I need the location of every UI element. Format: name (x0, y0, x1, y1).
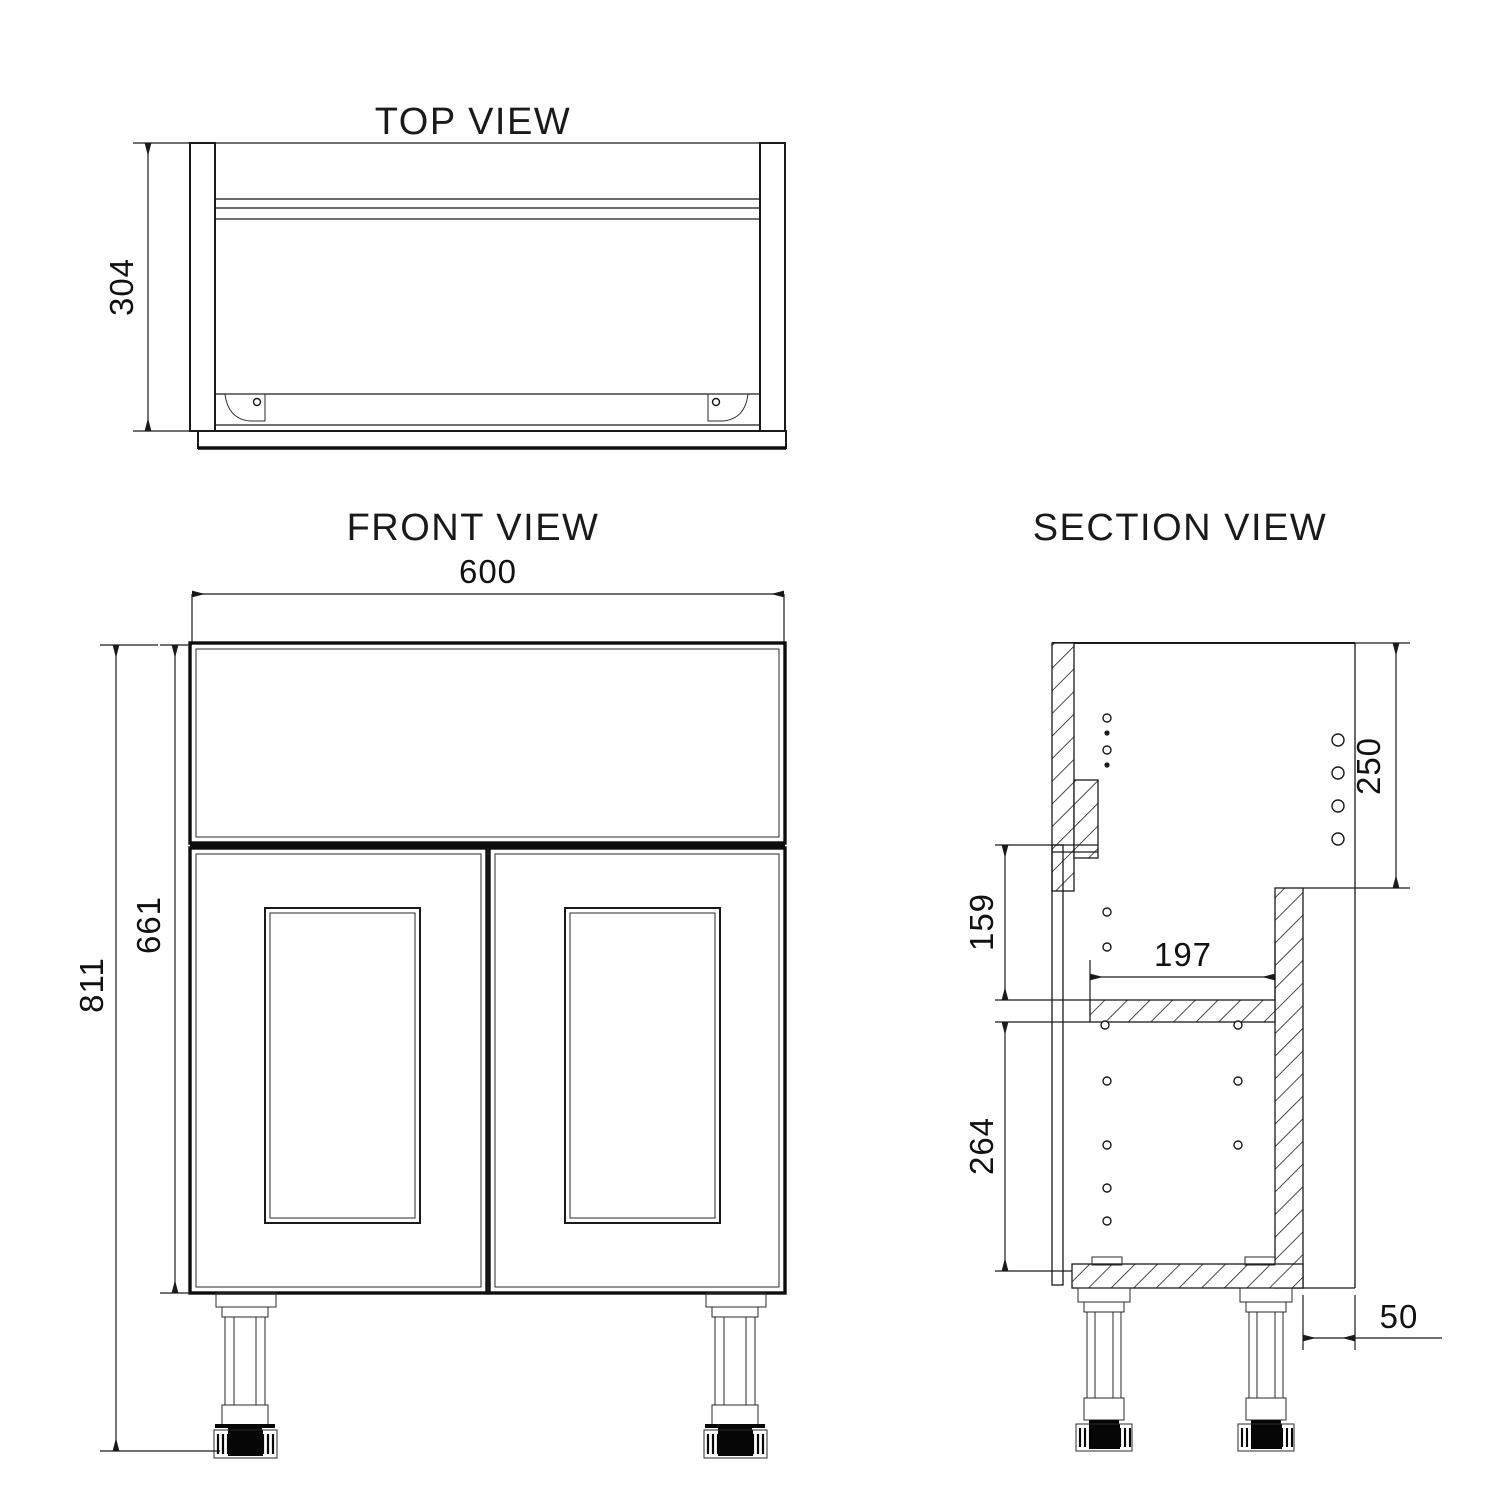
front-view-left-door (188, 846, 489, 1295)
top-view-rail (214, 198, 761, 220)
section-shelf (1089, 999, 1276, 1030)
top-view-leg-bracket-right (707, 393, 749, 422)
section-door-panel (1051, 844, 1098, 1286)
front-view-dim-carcase-height: 661 (130, 644, 192, 1294)
front-view-dim-width: 600 (191, 553, 785, 645)
top-view-front-plinth (197, 430, 787, 450)
section-holes-lower-left (1102, 1076, 1112, 1226)
section-264-value: 264 (963, 1117, 1000, 1175)
front-view-dim-overall-height: 811 (73, 644, 220, 1452)
front-view-title: FRONT VIEW (347, 507, 600, 549)
front-view-group: FRONT VIEW 600 (73, 507, 787, 1459)
section-left-leg (1075, 1287, 1133, 1452)
section-dim-159: 159 (963, 844, 1098, 1001)
right-door-centre-panel (564, 907, 721, 1224)
section-dim-197: 197 (1089, 936, 1276, 1000)
section-side-panel (1274, 887, 1304, 1289)
section-dim-50: 50 (1302, 1295, 1442, 1350)
top-view-body (189, 142, 786, 432)
section-50-value: 50 (1380, 1298, 1419, 1335)
front-view-left-leg (213, 1292, 278, 1459)
front-view-right-leg (703, 1292, 768, 1459)
top-view-depth-value: 304 (103, 258, 140, 316)
front-view-drawer-front (188, 641, 787, 845)
front-view-right-door (487, 846, 787, 1295)
section-holes-lower-right (1233, 1076, 1243, 1150)
top-view-base (215, 393, 760, 426)
section-view-group: SECTION VIEW (963, 507, 1442, 1452)
section-159-value: 159 (963, 893, 1000, 951)
top-view-leg-bracket-left (224, 393, 266, 422)
top-view-dim-depth: 304 (103, 142, 196, 432)
front-view-width-value: 600 (459, 553, 517, 590)
left-door-centre-panel (264, 907, 421, 1224)
section-bottom-panel (1071, 1256, 1304, 1289)
section-250-value: 250 (1350, 737, 1387, 795)
section-dim-250: 250 (1350, 642, 1410, 889)
front-view-carcase-height-value: 661 (130, 896, 167, 954)
section-holes-drawer-right (1331, 733, 1345, 846)
top-view-group: TOP VIEW (103, 101, 787, 450)
front-view-overall-height-value: 811 (73, 957, 110, 1013)
section-view-title: SECTION VIEW (1033, 507, 1328, 549)
top-view-title: TOP VIEW (375, 101, 571, 143)
section-right-leg (1237, 1287, 1295, 1452)
section-dim-264: 264 (963, 1021, 1090, 1272)
section-holes-middle-left (1102, 907, 1112, 952)
section-197-value: 197 (1154, 936, 1212, 973)
section-holes-upper-left (1102, 713, 1112, 768)
section-runner-block (1073, 779, 1099, 859)
